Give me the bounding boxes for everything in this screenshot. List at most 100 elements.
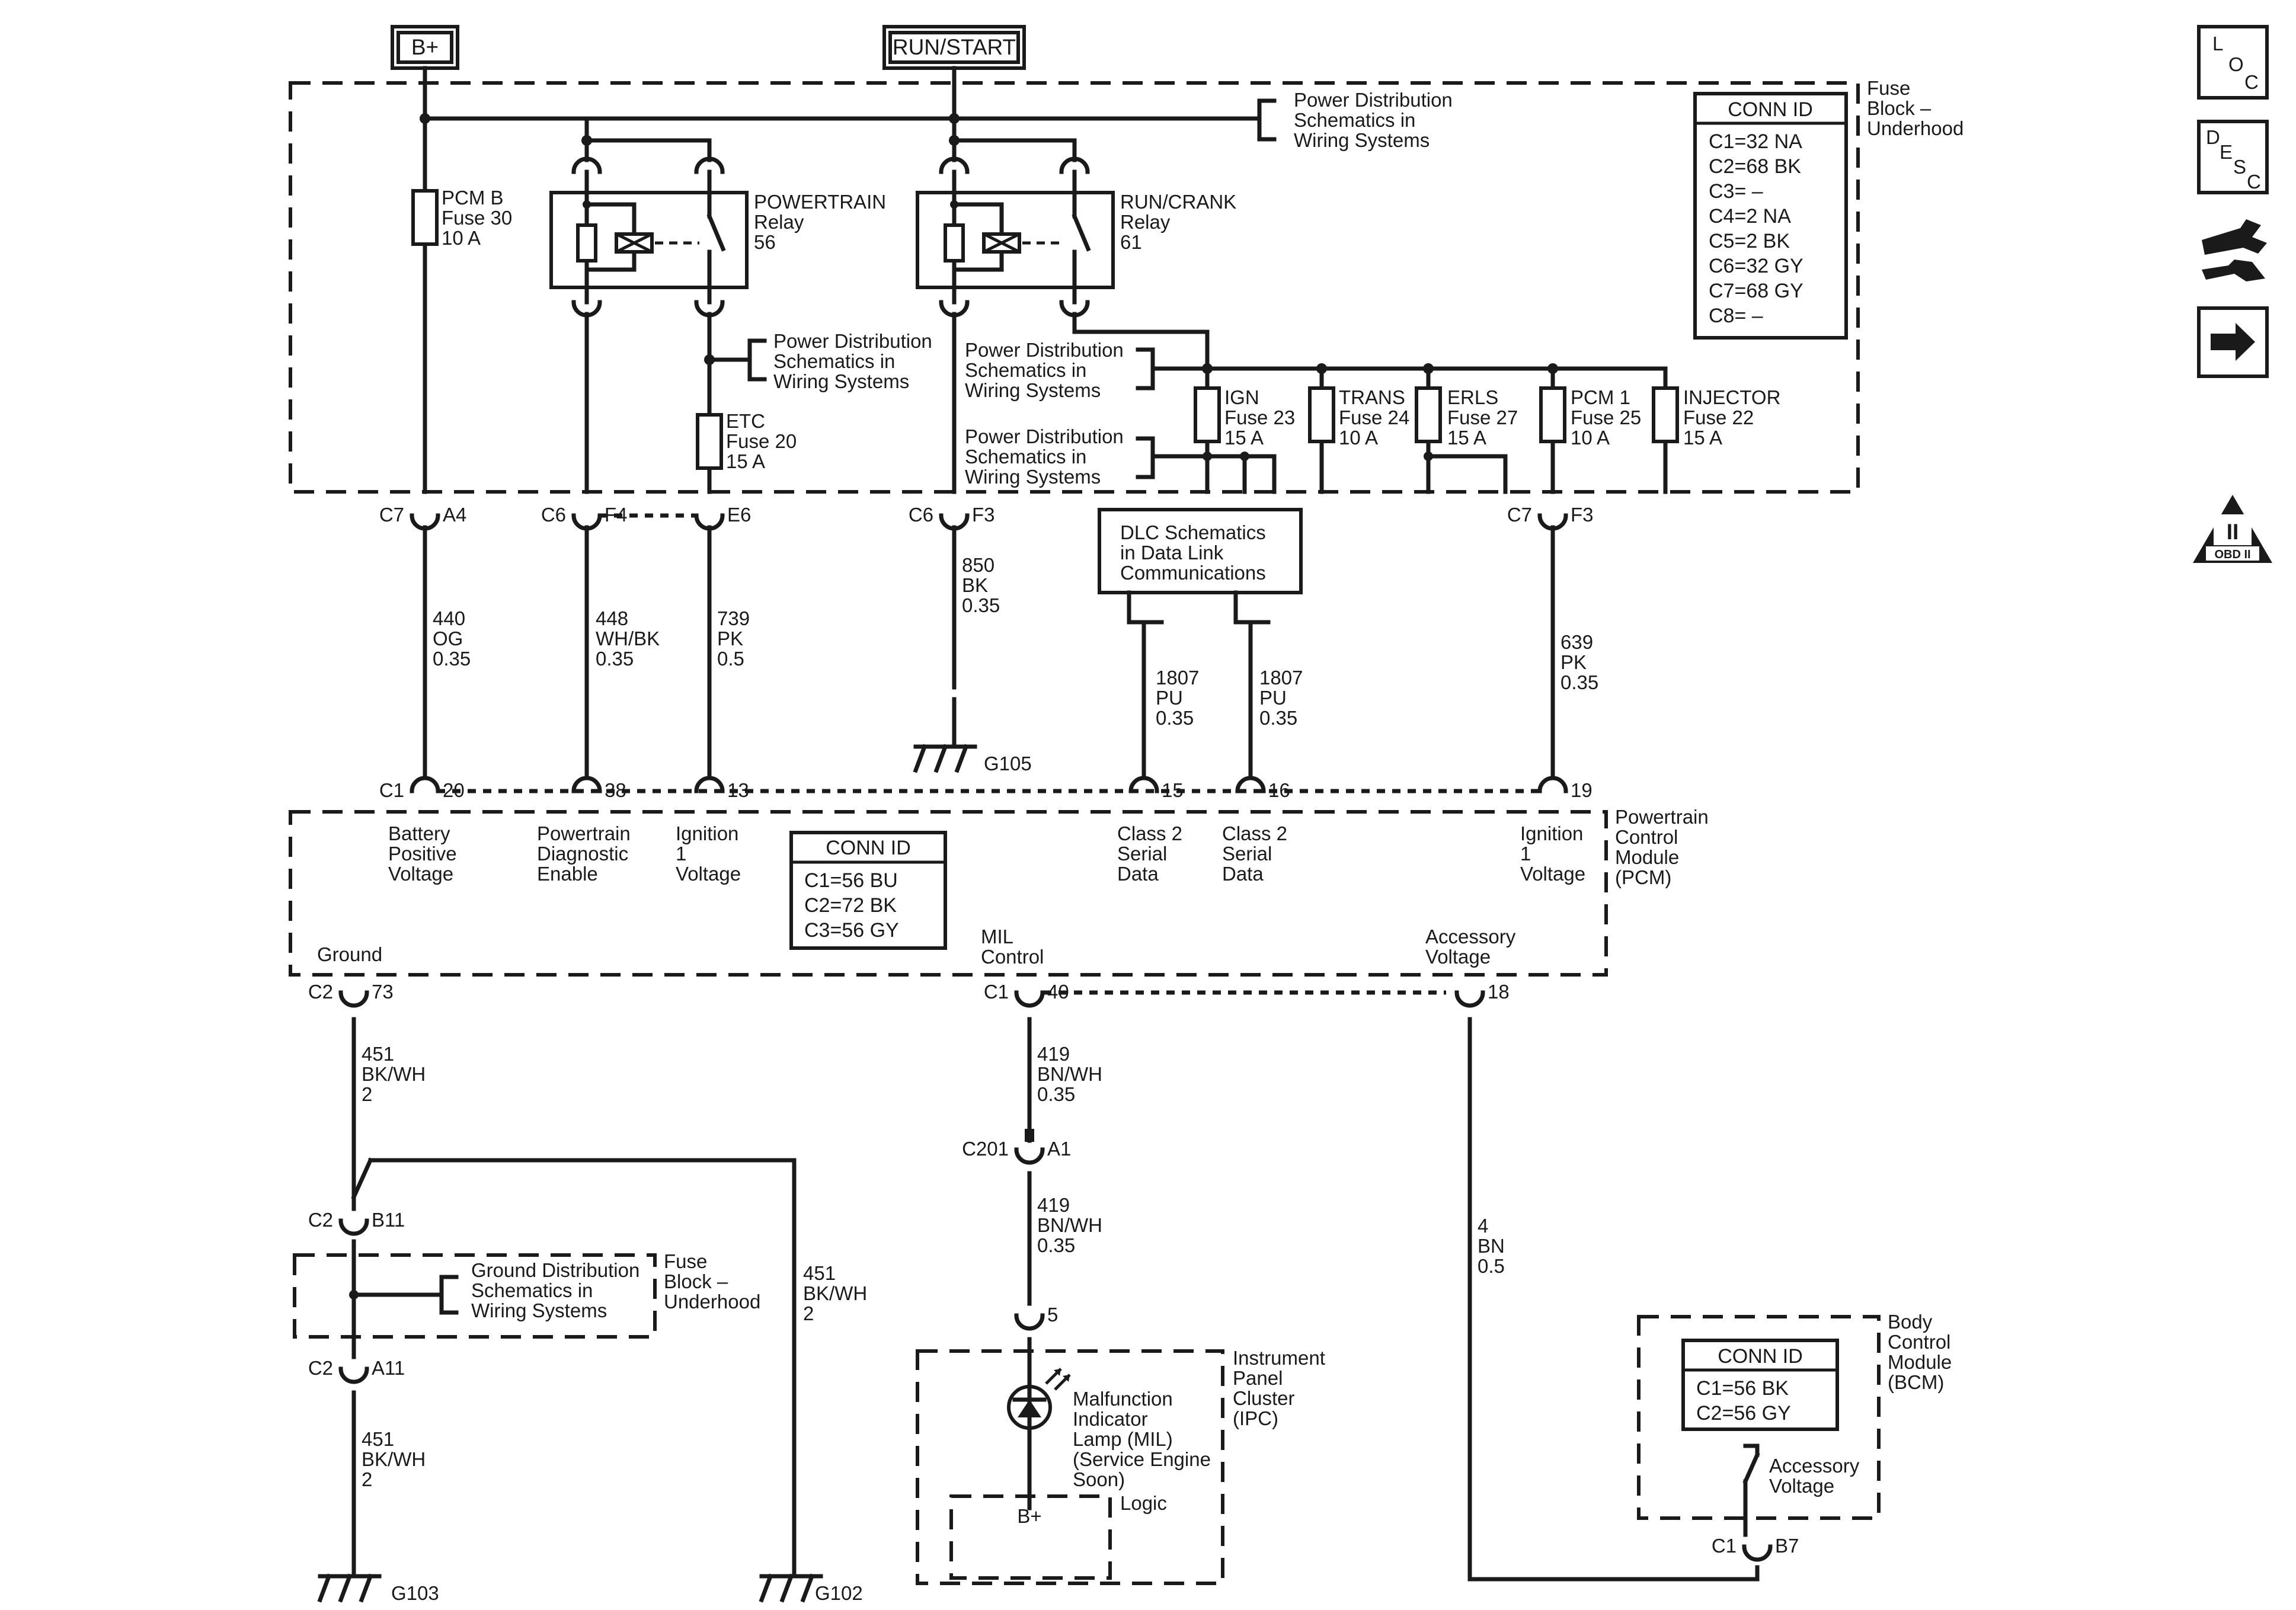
svg-text:BK/WH: BK/WH bbox=[803, 1282, 867, 1304]
svg-text:(PCM): (PCM) bbox=[1615, 866, 1671, 888]
wire-850: 850 BK 0.35 bbox=[962, 554, 1000, 616]
svg-text:B+: B+ bbox=[411, 35, 439, 59]
svg-text:S: S bbox=[2233, 156, 2246, 178]
svg-text:Ignition: Ignition bbox=[676, 822, 738, 844]
c7-a4-pin: A4 bbox=[443, 504, 466, 526]
svg-text:Relay: Relay bbox=[1120, 211, 1171, 233]
c2-73-connector: C2 bbox=[308, 981, 333, 1003]
pcm-accessory-voltage: Accessory Voltage bbox=[1425, 926, 1516, 968]
wire-440: 440 OG 0.35 bbox=[433, 607, 471, 670]
ipc-label: Instrument Panel Cluster (IPC) bbox=[1233, 1347, 1325, 1429]
svg-text:0.35: 0.35 bbox=[1037, 1083, 1075, 1105]
connector-terminal bbox=[694, 776, 725, 793]
svg-text:0.35: 0.35 bbox=[433, 648, 471, 670]
svg-text:451: 451 bbox=[803, 1262, 836, 1284]
wire-639: 639 PK 0.35 bbox=[1560, 631, 1598, 693]
c2-a11-connector: C2 bbox=[308, 1357, 333, 1379]
pcm-15-pin: 15 bbox=[1162, 779, 1184, 801]
svg-text:C8= –: C8= – bbox=[1709, 305, 1763, 327]
pd-ref-etc: Power Distribution Schematics in Wiring … bbox=[773, 330, 932, 392]
svg-text:Soon): Soon) bbox=[1073, 1468, 1125, 1490]
etc-fuse: ETC Fuse 20 15 A bbox=[696, 410, 797, 472]
c6-f3-connector: C6 bbox=[909, 504, 933, 526]
svg-text:56: 56 bbox=[754, 231, 776, 253]
svg-text:C6=32 GY: C6=32 GY bbox=[1709, 255, 1803, 277]
svg-text:Fuse 23: Fuse 23 bbox=[1224, 406, 1295, 428]
svg-text:ERLS: ERLS bbox=[1447, 386, 1498, 408]
svg-text:739: 739 bbox=[717, 607, 750, 629]
svg-text:Fuse 22: Fuse 22 bbox=[1683, 406, 1754, 428]
connector-terminal bbox=[1537, 776, 1568, 793]
wire-419a: 419 BN/WH 0.35 bbox=[1037, 1043, 1102, 1105]
wire-1807b: 1807 PU 0.35 bbox=[1259, 667, 1303, 729]
svg-text:Malfunction: Malfunction bbox=[1073, 1388, 1173, 1410]
svg-text:(Service Engine: (Service Engine bbox=[1073, 1448, 1211, 1470]
wire-451a: 451 BK/WH 2 bbox=[362, 1043, 426, 1105]
svg-text:0.35: 0.35 bbox=[1560, 671, 1598, 693]
fuse-block-label: Fuse Block – Underhood bbox=[1867, 77, 1964, 139]
ground-g102: G102 bbox=[759, 1573, 863, 1604]
svg-text:II: II bbox=[2227, 520, 2239, 544]
svg-text:639: 639 bbox=[1560, 631, 1593, 653]
trans-fuse: TRANS Fuse 24 10 A bbox=[1308, 366, 1409, 494]
svg-text:MIL: MIL bbox=[981, 926, 1013, 948]
fuse-block-boundary bbox=[289, 81, 1860, 494]
ipc-logic-boundary bbox=[949, 1494, 1112, 1580]
svg-text:INJECTOR: INJECTOR bbox=[1683, 386, 1780, 408]
svg-text:Communications: Communications bbox=[1120, 562, 1266, 584]
svg-text:BK/WH: BK/WH bbox=[362, 1448, 426, 1470]
svg-text:Ground Distribution: Ground Distribution bbox=[471, 1259, 639, 1281]
svg-text:Schematics in: Schematics in bbox=[471, 1279, 593, 1301]
svg-text:Power Distribution: Power Distribution bbox=[1294, 89, 1453, 111]
wire-448: 448 WH/BK 0.35 bbox=[596, 607, 660, 670]
svg-text:Data: Data bbox=[1117, 863, 1159, 885]
svg-text:C3= –: C3= – bbox=[1709, 180, 1763, 203]
svg-text:10 A: 10 A bbox=[1571, 427, 1610, 449]
svg-text:BN: BN bbox=[1478, 1235, 1505, 1257]
svg-text:Schematics in: Schematics in bbox=[965, 446, 1086, 468]
connector-terminal bbox=[1128, 776, 1159, 793]
svg-text:Class 2: Class 2 bbox=[1117, 822, 1182, 844]
pcm-class2-a: Class 2 Serial Data bbox=[1117, 822, 1182, 885]
connector-terminal bbox=[338, 1218, 369, 1236]
connector-wrench-icon[interactable] bbox=[2202, 219, 2267, 281]
injector-fuse: INJECTOR Fuse 22 15 A bbox=[1652, 366, 1780, 494]
ipc-logic-label: Logic bbox=[1120, 1492, 1167, 1514]
svg-text:C1=56 BK: C1=56 BK bbox=[1696, 1377, 1789, 1400]
svg-text:0.35: 0.35 bbox=[596, 648, 634, 670]
ground-dist-label: Fuse Block – Underhood bbox=[664, 1250, 760, 1313]
ign-fuse: IGN Fuse 23 15 A bbox=[1194, 366, 1295, 494]
connector-terminal bbox=[1454, 990, 1485, 1008]
svg-text:Class 2: Class 2 bbox=[1222, 822, 1287, 844]
svg-text:Module: Module bbox=[1615, 846, 1679, 868]
ipc-5-pin: 5 bbox=[1047, 1304, 1058, 1326]
svg-text:Powertrain: Powertrain bbox=[537, 822, 631, 844]
svg-text:Power Distribution: Power Distribution bbox=[965, 339, 1124, 361]
mil-lamp-label: Malfunction Indicator Lamp (MIL) (Servic… bbox=[1073, 1388, 1211, 1490]
svg-text:Indicator: Indicator bbox=[1073, 1408, 1148, 1430]
svg-text:Block –: Block – bbox=[664, 1270, 728, 1292]
svg-text:C5=2 BK: C5=2 BK bbox=[1709, 230, 1790, 252]
svg-text:Enable: Enable bbox=[537, 863, 598, 885]
svg-text:Data: Data bbox=[1222, 863, 1264, 885]
bplus-bus bbox=[420, 66, 1277, 494]
svg-text:D: D bbox=[2206, 126, 2220, 148]
pcm-38-pin: 38 bbox=[605, 779, 626, 801]
c1-40-connector: C1 bbox=[984, 981, 1009, 1003]
svg-text:Schematics in: Schematics in bbox=[1294, 109, 1415, 131]
c201-a1-connector: C201 bbox=[962, 1138, 1009, 1160]
svg-text:WH/BK: WH/BK bbox=[596, 628, 660, 649]
c2-a11-pin: A11 bbox=[372, 1357, 405, 1379]
svg-text:1: 1 bbox=[676, 843, 686, 865]
svg-text:Diagnostic: Diagnostic bbox=[537, 843, 628, 865]
arrow-right-icon[interactable] bbox=[2197, 306, 2269, 378]
loc-icon[interactable]: L O C bbox=[2197, 25, 2269, 100]
svg-text:Voltage: Voltage bbox=[676, 863, 741, 885]
wire-739: 739 PK 0.5 bbox=[717, 607, 750, 670]
bcm-conn-id: CONN ID C1=56 BK C2=56 GY bbox=[1681, 1339, 1839, 1431]
desc-icon[interactable]: D E S C bbox=[2197, 120, 2269, 194]
c201-a1-pin: A1 bbox=[1047, 1138, 1071, 1160]
c7-f3-pin: F3 bbox=[1571, 504, 1594, 526]
bcm-boundary bbox=[1637, 1315, 1881, 1520]
e6-pin: E6 bbox=[727, 504, 751, 526]
